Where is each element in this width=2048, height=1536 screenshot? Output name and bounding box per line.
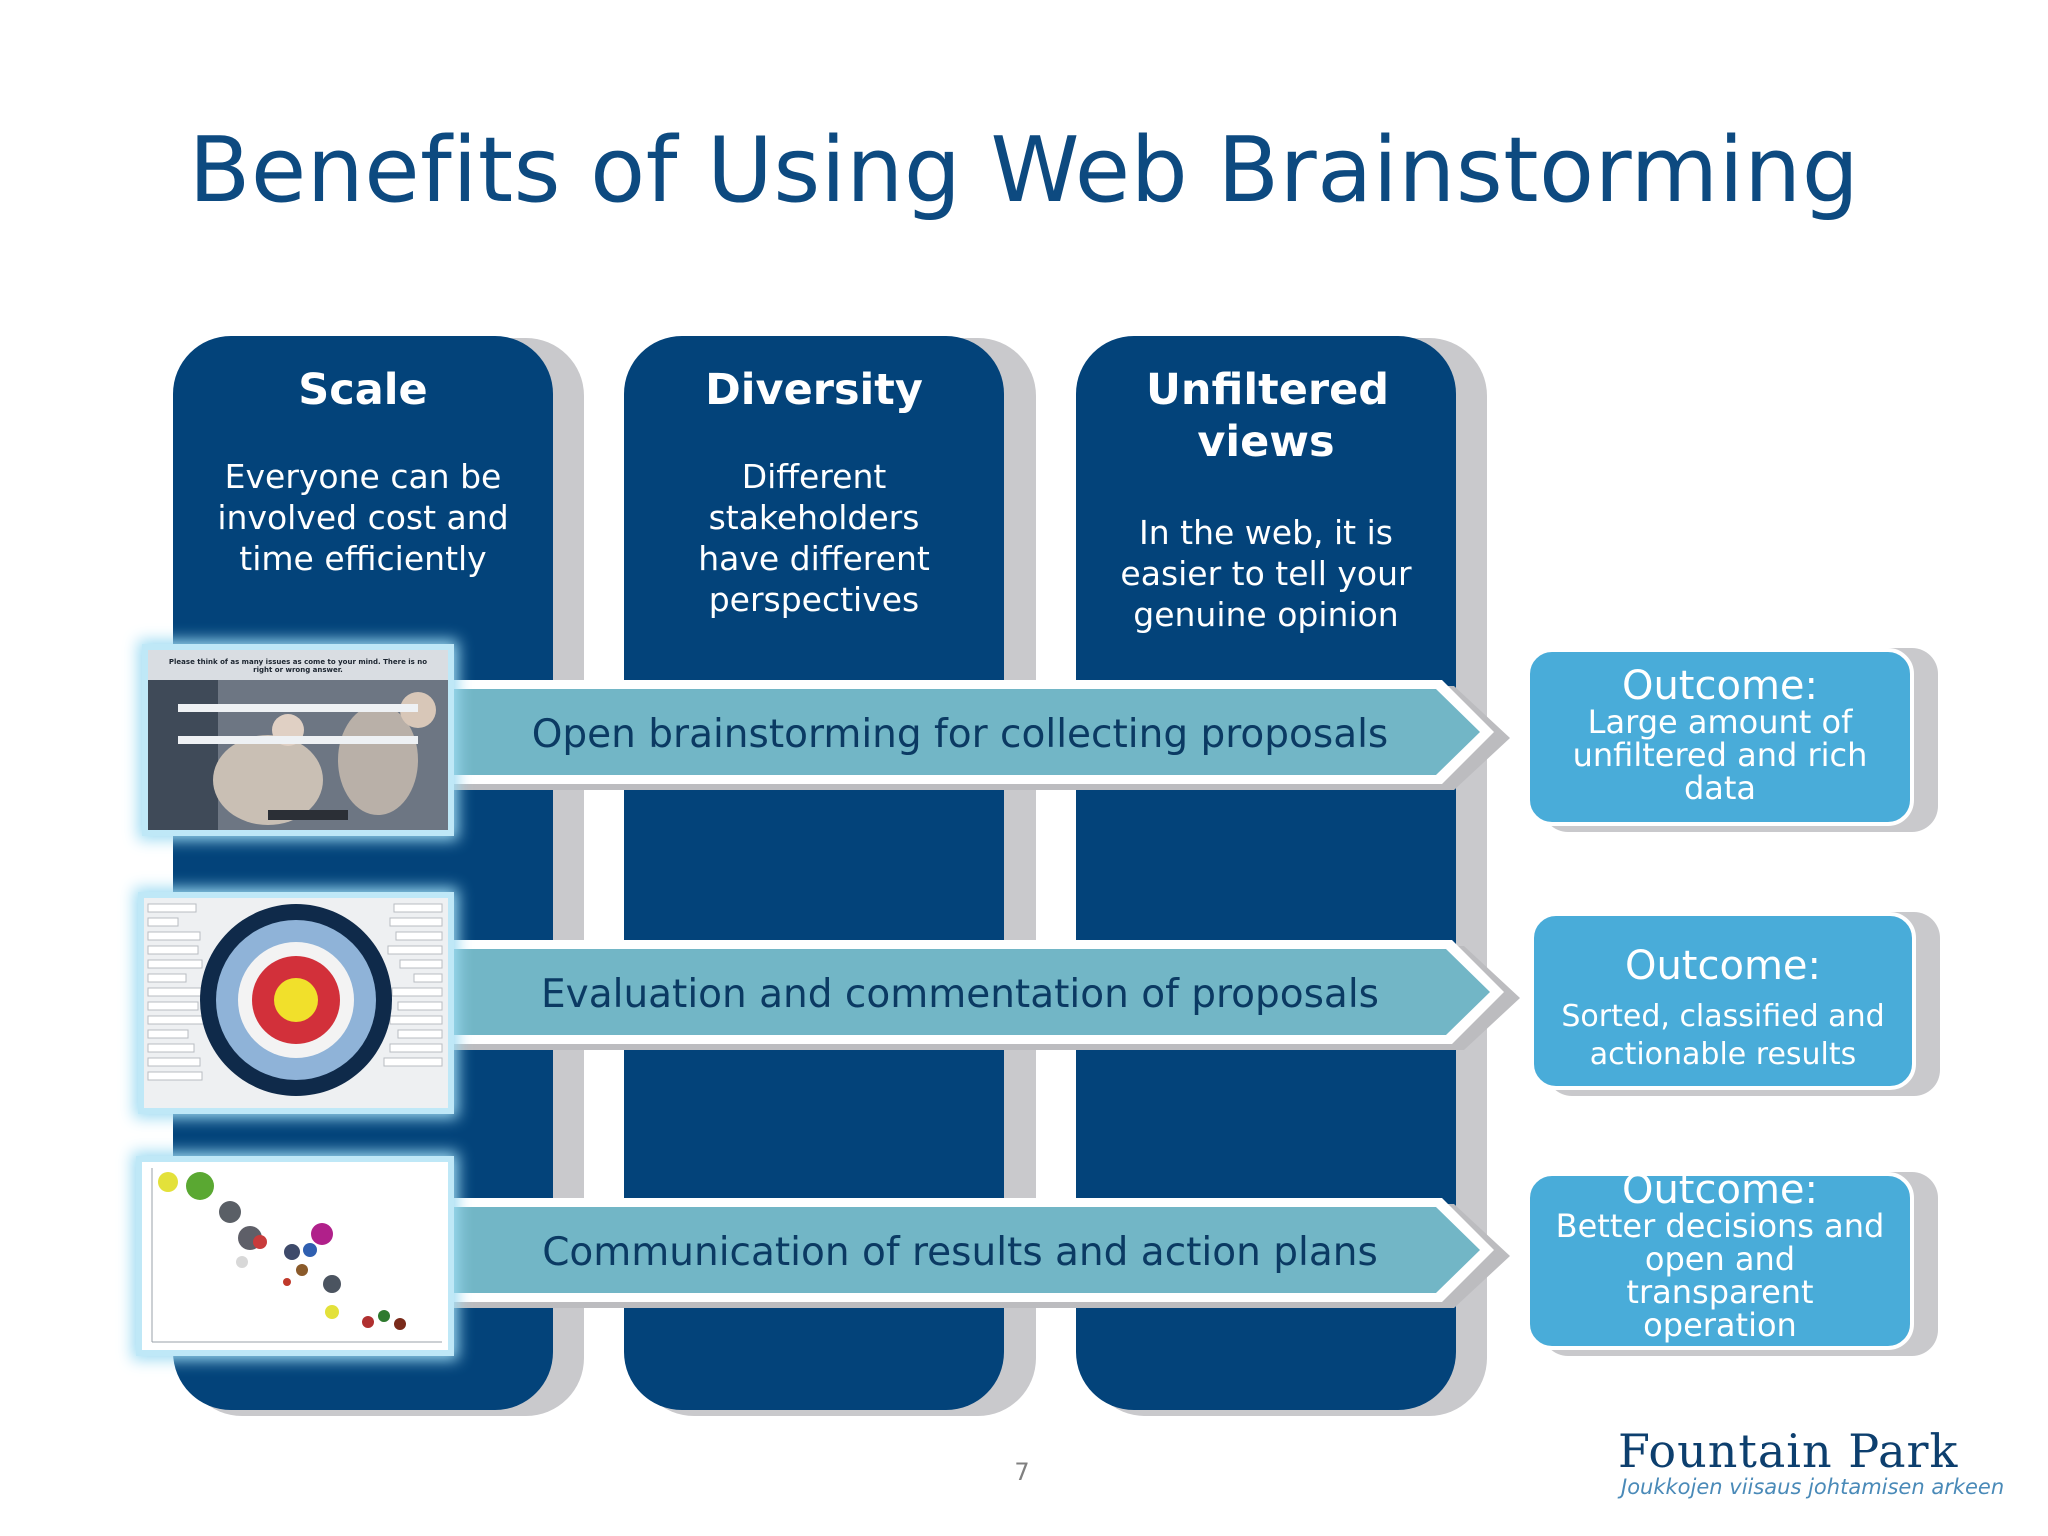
arrow-shape [430,940,1520,1050]
outcome-title: Outcome: [1621,663,1819,709]
thumbnail-caption: Please think of as many issues as come t… [168,658,428,674]
bubble-chart-image [142,1162,448,1350]
target-diagram-image [144,898,448,1108]
page-number: 7 [1014,1458,1030,1486]
brainstorming-photo-image [148,650,448,830]
outcome-box-2: Outcome: Sorted, classified and actionab… [1530,912,1916,1090]
process-arrow-3: Communication of results and action plan… [430,1198,1530,1314]
evaluation-target-thumbnail [138,892,454,1114]
process-step-label: Communication of results and action plan… [542,1230,1378,1275]
outcome-box-1: Outcome: Large amount of unfiltered and … [1526,648,1914,826]
process-arrow-1: Open brainstorming for collecting propos… [430,680,1530,796]
slide-title: Benefits of Using Web Brainstorming [188,118,1860,223]
outcome-title: Outcome: [1621,1172,1819,1213]
column-description: Everyone can be involved cost and time e… [217,457,509,578]
outcome-title: Outcome: [1624,943,1822,989]
logo-tagline: Joukkojen viisaus johtamisen arkeen [1621,1475,2005,1499]
brainstorming-screenshot-thumbnail: Please think of as many issues as come t… [142,644,454,836]
fountain-park-logo: Fountain Park [1618,1424,1959,1478]
process-step-label: Open brainstorming for collecting propos… [531,712,1389,757]
column-heading: Diversity [705,365,923,415]
arrow-shape [430,1198,1510,1308]
process-step-label: Evaluation and commentation of proposals [540,972,1379,1017]
column-description: In the web, it is easier to tell your ge… [1120,513,1412,634]
process-arrow-2: Evaluation and commentation of proposals [430,940,1530,1056]
outcome-body: Large amount of unfiltered and rich data [1572,703,1868,807]
arrow-shape [430,680,1510,790]
outcome-body: Better decisions and open and transparen… [1555,1207,1885,1344]
column-heading: Scale [298,365,428,415]
outcome-box-3: Outcome: Better decisions and open and t… [1526,1172,1914,1350]
bubble-chart-thumbnail [136,1156,454,1356]
column-heading: Unfiltered views [1146,365,1390,467]
column-description: Different stakeholders have different pe… [698,457,930,619]
outcome-body: Sorted, classified and actionable result… [1561,999,1885,1072]
